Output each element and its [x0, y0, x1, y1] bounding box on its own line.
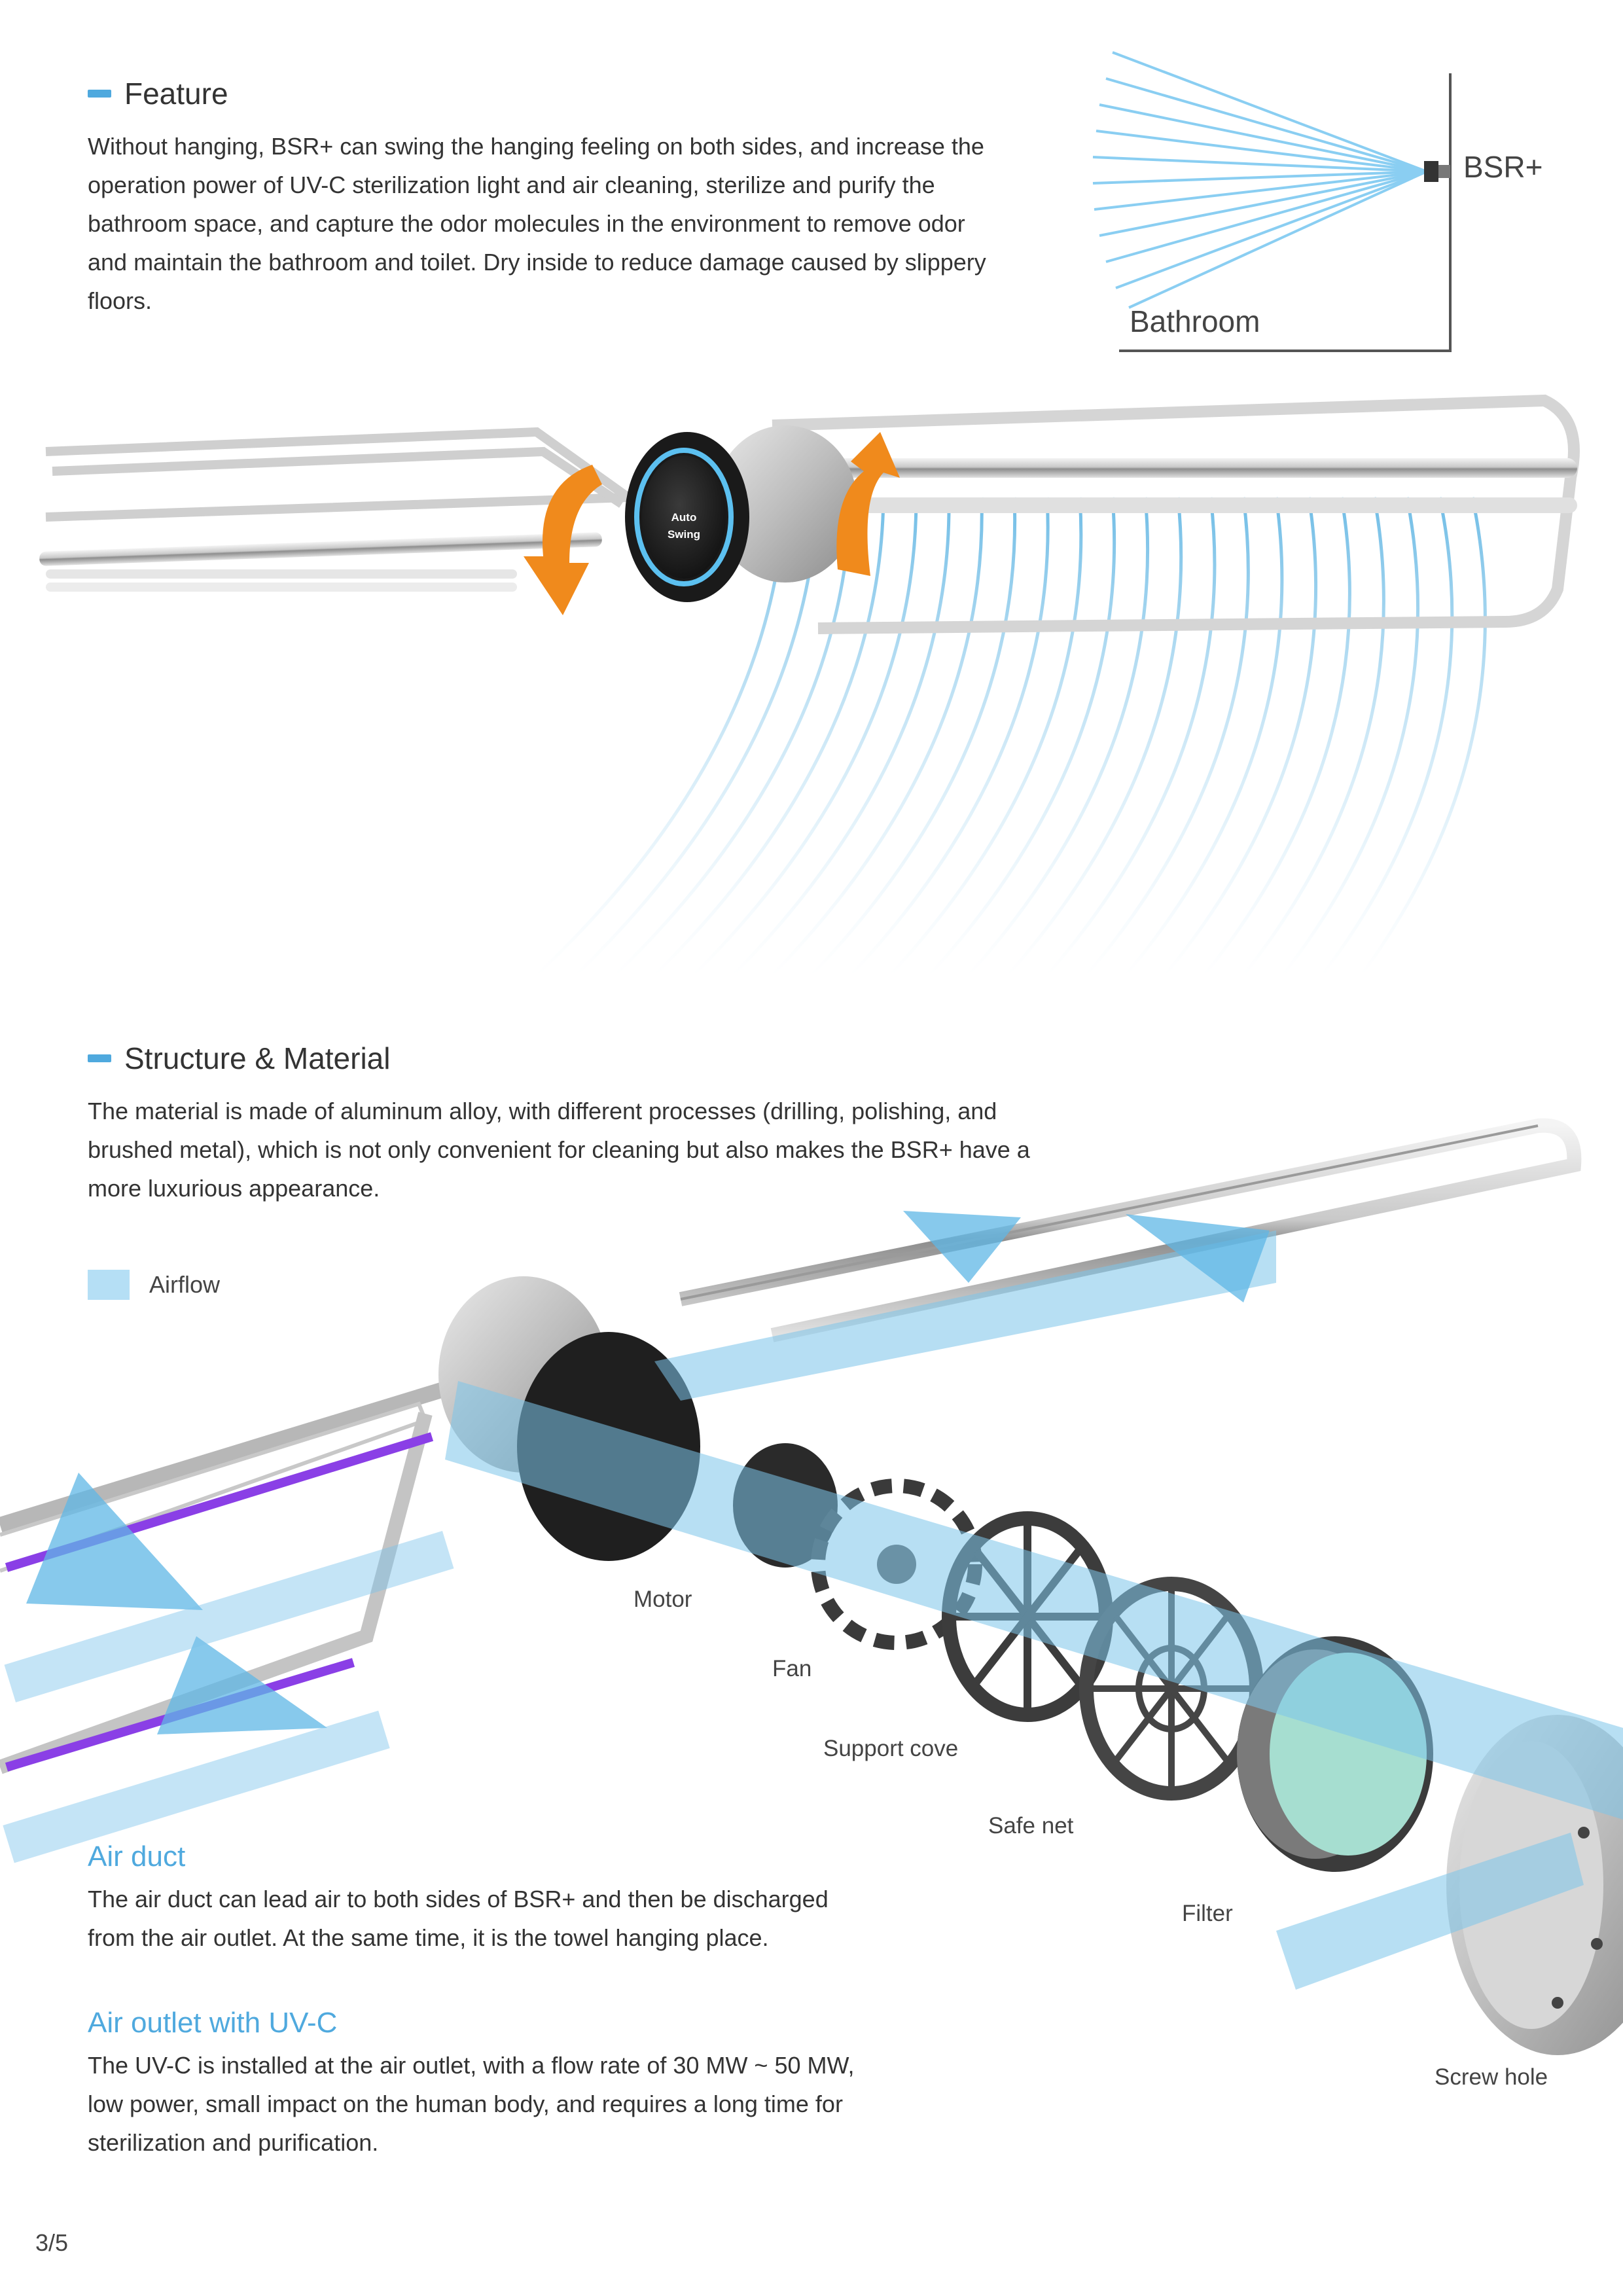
feature-heading: Feature [88, 76, 228, 111]
bathroom-diagram [1092, 51, 1452, 352]
part-label-safe-net: Safe net [988, 1813, 1074, 1839]
auto-swing-line2: Swing [667, 528, 701, 541]
room-label: Bathroom [1130, 304, 1260, 338]
air-outlet-title: Air outlet with UV-C [88, 2007, 338, 2039]
structure-heading-text: Structure & Material [124, 1041, 391, 1075]
page-number: 3/5 [35, 2229, 69, 2256]
part-label-filter: Filter [1182, 1901, 1233, 1926]
airflow-legend-label: Airflow [149, 1271, 221, 1298]
auto-swing-button: Auto Swing [658, 509, 710, 543]
structure-description: The material is made of aluminum alloy, … [88, 1098, 1030, 1202]
air-duct-description: The air duct can lead air to both sides … [88, 1886, 829, 1951]
airflow-legend: Airflow [88, 1270, 220, 1300]
air-outlet-description: The UV-C is installed at the air outlet,… [88, 2052, 855, 2156]
feature-description: Without hanging, BSR+ can swing the hang… [88, 133, 986, 314]
auto-swing-line1: Auto [671, 511, 697, 524]
part-label-screw-hole: Screw hole [1435, 2064, 1548, 2090]
airflow-legend-swatch [88, 1270, 130, 1300]
product-top-render [39, 394, 1580, 977]
air-duct-title: Air duct [88, 1840, 186, 1873]
heading-accent-bar [88, 1054, 111, 1062]
part-label-fan: Fan [772, 1656, 812, 1681]
feature-heading-text: Feature [124, 77, 228, 111]
heading-accent-bar [88, 90, 111, 98]
device-label: BSR+ [1463, 150, 1543, 184]
part-label-support: Support cove [823, 1736, 959, 1761]
structure-heading: Structure & Material [88, 1041, 390, 1076]
exploded-structure-render [0, 1118, 1623, 2055]
part-label-motor: Motor [633, 1587, 692, 1612]
